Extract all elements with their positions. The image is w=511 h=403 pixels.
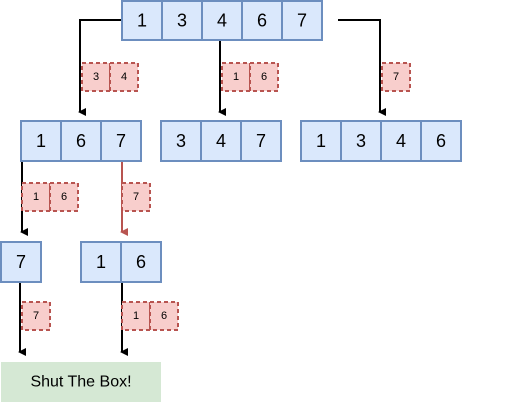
tag-cell: 7	[381, 62, 411, 92]
node-right-value: 4	[396, 131, 406, 151]
node-one-six-cell: 1	[80, 241, 122, 283]
tag-one-six: 1 6	[121, 301, 179, 331]
tag-value: 1	[33, 191, 39, 203]
node-left-value: 7	[116, 131, 126, 151]
node-right-value: 6	[436, 131, 446, 151]
tag-value: 3	[93, 71, 99, 83]
tag-cell: 7	[21, 301, 51, 331]
node-right: 1 3 4 6	[300, 120, 462, 162]
root-cell: 1	[121, 0, 163, 41]
result-label: Shut The Box!	[30, 374, 131, 391]
tag-value: 7	[133, 191, 139, 203]
node-right-cell: 4	[380, 120, 422, 162]
root-row: 1 3 4 6 7	[121, 0, 323, 41]
root-cell-value: 4	[217, 11, 227, 31]
tag-left-right: 7	[121, 182, 151, 212]
node-seven: 7	[0, 241, 42, 283]
node-right-value: 1	[316, 131, 326, 151]
root-cell-value: 7	[297, 11, 307, 31]
root-cell: 4	[201, 0, 243, 41]
node-seven-value: 7	[16, 252, 26, 272]
tag-value: 7	[393, 71, 399, 83]
node-one-six-cell: 6	[120, 241, 162, 283]
tag-left-left: 1 6	[21, 182, 79, 212]
edge-root-to-right	[338, 19, 386, 116]
root-cell: 6	[241, 0, 283, 41]
node-right-cell: 3	[340, 120, 382, 162]
tag-value: 6	[61, 191, 67, 203]
tag-cell: 1	[121, 301, 151, 331]
tag-value: 1	[233, 71, 239, 83]
node-left-value: 6	[76, 131, 86, 151]
node-right-cell: 1	[300, 120, 342, 162]
tag-value: 6	[161, 310, 167, 322]
root-cell: 7	[281, 0, 323, 41]
tag-cell: 7	[121, 182, 151, 212]
node-middle-value: 4	[216, 131, 226, 151]
node-right-cell: 6	[420, 120, 462, 162]
node-right-value: 3	[356, 131, 366, 151]
root-cell-value: 6	[257, 11, 267, 31]
node-middle-cell: 4	[200, 120, 242, 162]
tag-value: 6	[261, 71, 267, 83]
node-left-cell: 6	[60, 120, 102, 162]
edge-root-to-left	[78, 19, 122, 116]
tag-seven: 7	[21, 301, 51, 331]
node-one-six-value: 6	[136, 252, 146, 272]
tag-cell: 6	[49, 182, 79, 212]
root-cell-value: 3	[177, 11, 187, 31]
tag-cell: 1	[221, 62, 251, 92]
tag-root-middle: 1 6	[221, 62, 279, 92]
tag-cell: 6	[249, 62, 279, 92]
tag-value: 1	[133, 310, 139, 322]
node-left-value: 1	[36, 131, 46, 151]
node-one-six: 1 6	[80, 241, 162, 283]
tag-cell: 4	[109, 62, 139, 92]
node-middle-cell: 7	[240, 120, 282, 162]
node-middle-cell: 3	[160, 120, 202, 162]
tag-cell: 6	[149, 301, 179, 331]
tag-value: 7	[33, 310, 39, 322]
tag-cell: 3	[81, 62, 111, 92]
root-cell: 3	[161, 0, 203, 41]
node-middle-value: 3	[176, 131, 186, 151]
root-cell-value: 1	[137, 11, 147, 31]
node-seven-cell: 7	[0, 241, 42, 283]
tag-cell: 1	[21, 182, 51, 212]
node-middle-value: 7	[256, 131, 266, 151]
tag-root-right: 7	[381, 62, 411, 92]
node-left: 1 6 7	[20, 120, 142, 162]
node-middle: 3 4 7	[160, 120, 282, 162]
result-box: Shut The Box!	[1, 362, 161, 402]
node-one-six-value: 1	[96, 252, 106, 272]
tag-root-left: 3 4	[81, 62, 139, 92]
node-left-cell: 1	[20, 120, 62, 162]
node-left-cell: 7	[100, 120, 142, 162]
tag-value: 4	[121, 71, 127, 83]
